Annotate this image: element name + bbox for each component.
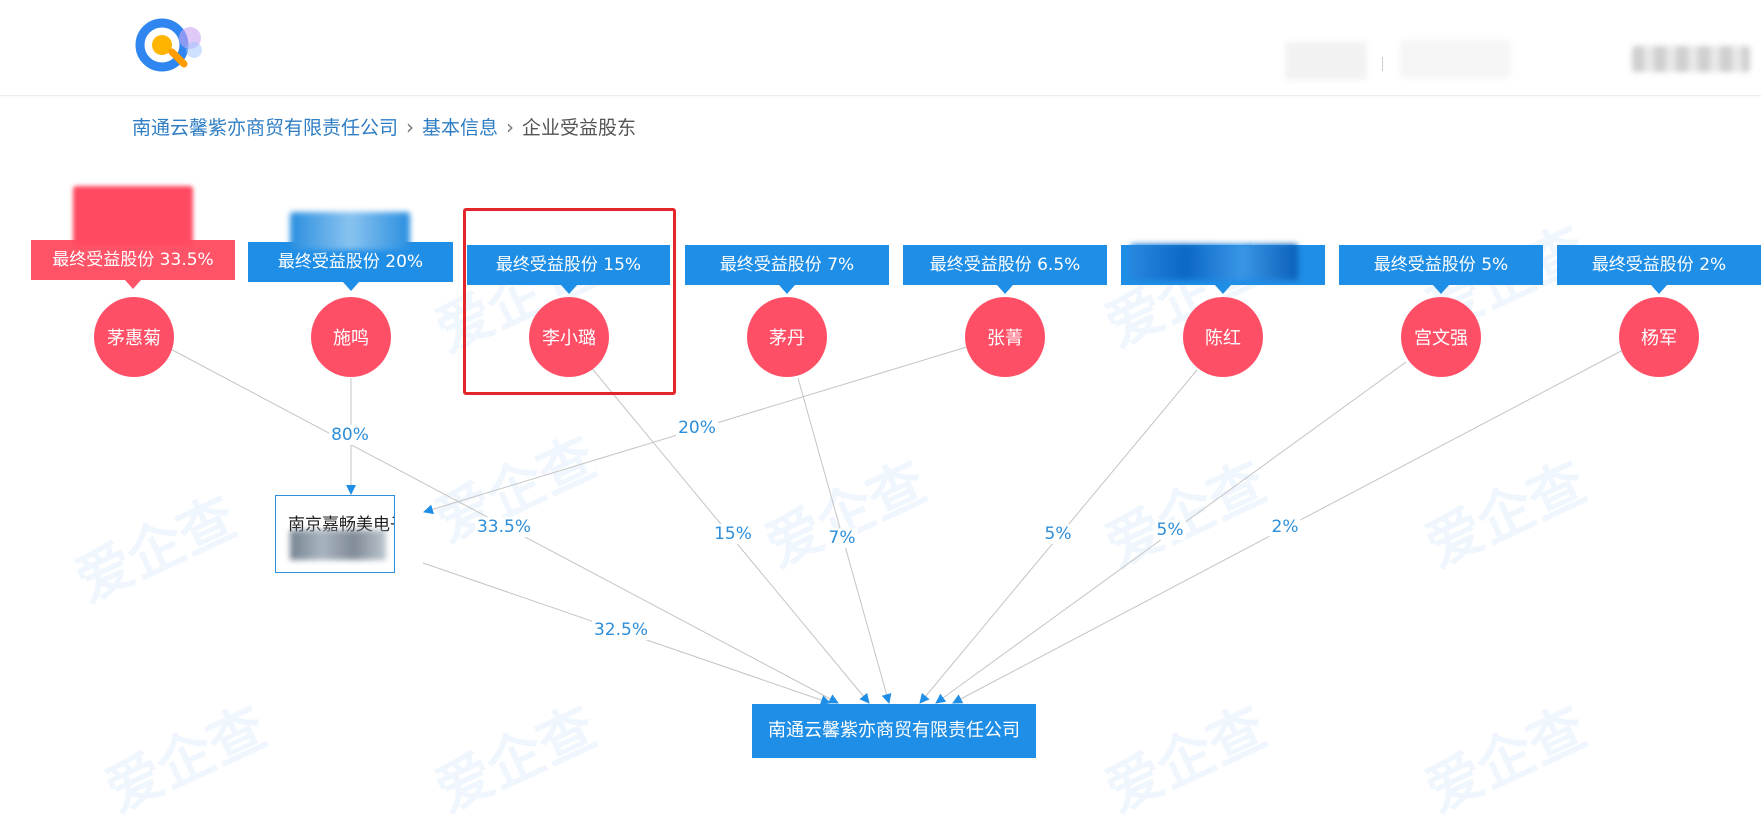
person-node-shiming[interactable]: 施鸣 — [311, 297, 391, 377]
person-node-zhangjing[interactable]: 张菁 — [965, 297, 1045, 377]
person-node-maodan[interactable]: 茅丹 — [747, 297, 827, 377]
blurred-name-overlay — [1130, 244, 1298, 280]
blurred-name-overlay — [73, 186, 193, 246]
edge-label-shiming: 80% — [329, 425, 371, 445]
equity-graph — [162, 344, 1624, 705]
intermediate-company-node[interactable]: 南京嘉畅美电子 — [275, 495, 395, 573]
person-node-lixiaolu[interactable]: 李小璐 — [529, 297, 609, 377]
breadcrumb-company-link[interactable]: 南通云馨紫亦商贸有限责任公司 — [132, 117, 399, 139]
person-node-maohuiju[interactable]: 茅惠菊 — [94, 297, 174, 377]
top-header — [0, 0, 1761, 96]
aiqicha-logo-icon[interactable] — [132, 14, 208, 76]
header-divider — [1382, 57, 1383, 71]
equity-label-shiming: 最终受益股份 20% — [248, 242, 453, 291]
equity-label-maohuiju: 最终受益股份 33.5% — [31, 240, 235, 289]
equity-label-zhangjing: 最终受益股份 6.5% — [903, 245, 1107, 294]
equity-label-lixiaolu: 最终受益股份 15% — [467, 245, 670, 294]
breadcrumb-basic-info-link[interactable]: 基本信息 — [422, 117, 499, 139]
person-node-yangjun[interactable]: 杨军 — [1619, 297, 1699, 377]
equity-label-yangjun: 最终受益股份 2% — [1557, 245, 1761, 294]
equity-label-maodan: 最终受益股份 7% — [685, 245, 889, 294]
blurred-header-link[interactable] — [1400, 40, 1510, 78]
highlight-box-lixiaolu — [463, 208, 676, 395]
blurred-name-overlay — [290, 530, 386, 560]
target-company-node[interactable]: 南通云馨紫亦商贸有限责任公司 — [752, 704, 1036, 758]
edge-label-chenhong: 5% — [1042, 524, 1074, 544]
blurred-header-search[interactable] — [1285, 42, 1367, 80]
edge-label-intermediate: 32.5% — [591, 620, 651, 640]
blurred-user-avatar[interactable] — [1632, 46, 1750, 72]
equity-label-gongwenqiang: 最终受益股份 5% — [1339, 245, 1543, 294]
chevron-right-icon: › — [506, 114, 515, 139]
blurred-name-overlay — [290, 212, 410, 250]
edge-label-gongwenqiang: 5% — [1154, 520, 1186, 540]
breadcrumb-current: 企业受益股东 — [522, 117, 637, 139]
edge-label-maohuiju: 33.5% — [474, 517, 534, 537]
chevron-right-icon: › — [406, 114, 415, 139]
person-node-chenhong[interactable]: 陈红 — [1183, 297, 1263, 377]
person-node-gongwenqiang[interactable]: 宫文强 — [1401, 297, 1481, 377]
edge-label-yangjun: 2% — [1269, 517, 1301, 537]
edge-label-zhangjing: 20% — [676, 418, 718, 438]
edge-label-maodan: 7% — [826, 528, 858, 548]
breadcrumb: 南通云馨紫亦商贸有限责任公司 › 基本信息 › 企业受益股东 — [132, 113, 636, 140]
edge-label-lixiaolu: 15% — [712, 524, 754, 544]
